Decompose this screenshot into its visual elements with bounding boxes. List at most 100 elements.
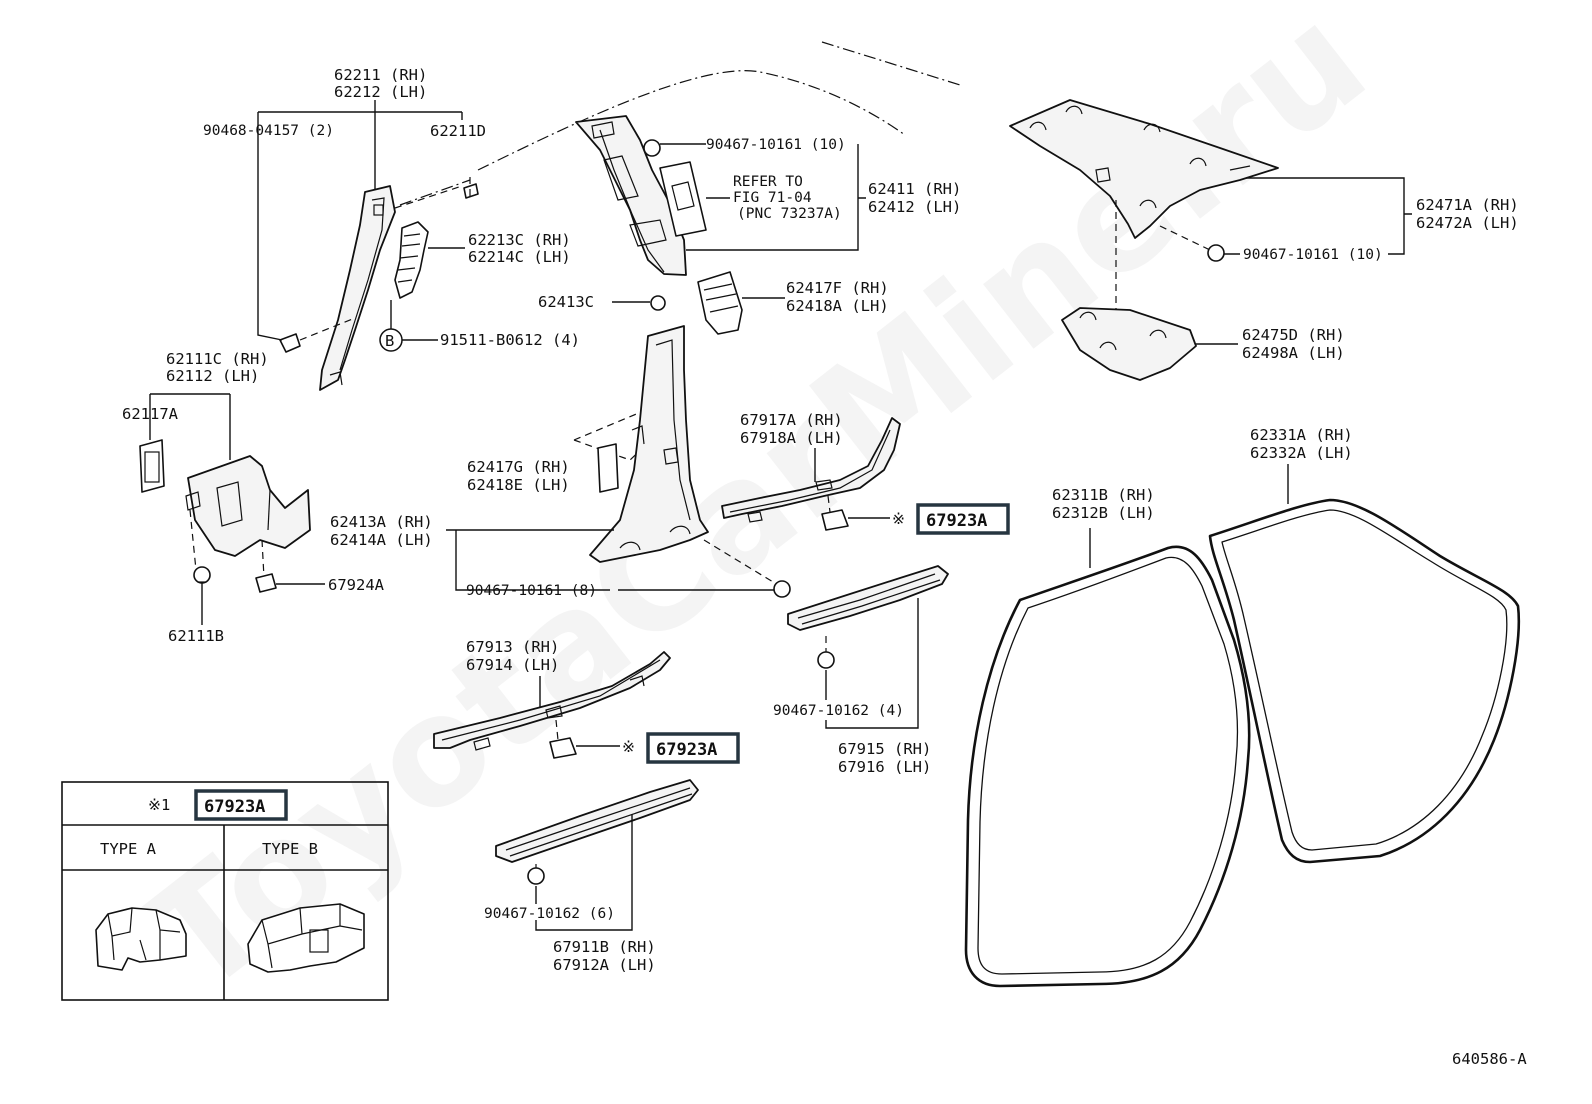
a-pillar-bracket[interactable] [394, 221, 429, 299]
b-marker-label: B [385, 332, 394, 350]
cover-62417f[interactable] [697, 271, 743, 335]
c-lower-rh-label: 62475D (RH) [1242, 326, 1345, 344]
screw-04157-label: 90468-04157 (2) [203, 123, 334, 139]
clip-10161-top[interactable] [643, 139, 661, 157]
a-pillar-garnish[interactable] [319, 185, 396, 391]
cowl-side-trim[interactable] [185, 455, 311, 557]
front-door-weatherstrip[interactable] [964, 545, 1251, 988]
rear-plate-leader [825, 598, 919, 729]
b-lower-leader [446, 529, 774, 591]
front-door-scuff-plate[interactable] [495, 779, 699, 863]
refer-line-1: REFER TO [733, 174, 803, 190]
rear-plate-lh-label: 67916 (LH) [838, 758, 931, 776]
clip-67924a-label: 67924A [328, 576, 385, 594]
rear-scuff-rh-label: 67917A (RH) [740, 411, 843, 429]
clip-67923a-2[interactable] [549, 737, 577, 759]
refer-line-3: (PNC 73237A) [737, 206, 842, 222]
clip-10162-4-label: 90467-10162 (4) [773, 703, 904, 719]
clip-10162-4[interactable] [817, 651, 835, 669]
front-scuff-rh-label: 67913 (RH) [466, 638, 559, 656]
clip-62413c[interactable] [650, 295, 666, 311]
c-pillar-lower-garnish[interactable] [1061, 307, 1197, 381]
a-pillar-rh-label: 62211 (RH) [334, 66, 427, 84]
note-mark-2: ※ [622, 738, 635, 756]
c-pillar-lh-label: 62472A (LH) [1416, 214, 1519, 232]
weather-r-lh-label: 62332A (LH) [1250, 444, 1353, 462]
c-pillar-dash [1115, 200, 1211, 310]
clip-62413c-label: 62413C [538, 293, 594, 311]
roof-side-inner-garnish[interactable] [1009, 99, 1279, 239]
b-pillar-upper-garnish[interactable] [575, 115, 687, 276]
vent-62117a-label: 62117A [122, 405, 179, 423]
cowl-dash [189, 509, 265, 579]
rear-scuff-plate-upper[interactable] [721, 417, 901, 523]
refer-panel[interactable] [659, 161, 707, 237]
bracket-rh-label: 62213C (RH) [468, 231, 571, 249]
rear-door-weatherstrip[interactable] [1208, 498, 1521, 864]
weather-r-rh-label: 62331A (RH) [1250, 426, 1353, 444]
table-header-prefix: ※1 [148, 796, 170, 814]
cover-f-rh-label: 62417F (RH) [786, 279, 889, 297]
roof-guide-line [399, 70, 906, 206]
c-pillar-leader [1224, 177, 1412, 255]
b-pillar-lower-garnish[interactable] [589, 325, 709, 563]
front-scuff-clip-dash [555, 719, 559, 741]
clip-10162-6-label: 90467-10162 (6) [484, 906, 615, 922]
roof-edge-line [821, 41, 961, 86]
clip-10161-8[interactable] [773, 580, 791, 598]
front-plate-lh-label: 67912A (LH) [553, 956, 656, 974]
diagram-code: 640586-A [1452, 1050, 1527, 1068]
front-scuff-plate-upper[interactable] [433, 651, 671, 751]
clip-10161-top-label: 90467-10161 (10) [706, 137, 846, 153]
refer-line-2: FIG 71-04 [733, 190, 812, 206]
bolt-b0612-label: 91511-B0612 (4) [440, 331, 580, 349]
vent-62117a[interactable] [139, 439, 165, 493]
cover-g-rh-label: 62417G (RH) [467, 458, 570, 476]
clip-67923a-2-box [646, 732, 740, 764]
b-lower-rh-label: 62413A (RH) [330, 513, 433, 531]
cowl-rh-label: 62111C (RH) [166, 350, 269, 368]
b-lower-lh-label: 62414A (LH) [330, 531, 433, 549]
clip-type-b-drawing [247, 903, 365, 973]
front-plate-leader [535, 814, 633, 931]
clip-10161-c-label: 90467-10161 (10) [1243, 247, 1383, 263]
clip-10162-6[interactable] [527, 867, 545, 885]
clip-10161-8-label: 90467-10161 (8) [466, 583, 597, 599]
clip-type-table [61, 781, 389, 1001]
bolt-leader [390, 300, 438, 341]
clip-67923a-1[interactable] [821, 509, 849, 531]
clip-67923a-2-label: 67923A [656, 740, 717, 760]
cowl-lh-label: 62112 (LH) [166, 367, 259, 385]
clip-62111b[interactable] [193, 566, 211, 584]
clip-62111b-label: 62111B [168, 627, 224, 645]
cover-f-lh-label: 62418A (LH) [786, 297, 889, 315]
b-upper-lh-label: 62412 (LH) [868, 198, 961, 216]
b-lower-clip-dash [703, 539, 779, 586]
screw-04157[interactable] [279, 333, 301, 353]
b-upper-leader [660, 143, 866, 251]
note-mark-1: ※ [892, 510, 905, 528]
bracket-lh-label: 62214C (LH) [468, 248, 571, 266]
cowl-leader [149, 393, 231, 460]
front-scuff-lh-label: 67914 (LH) [466, 656, 559, 674]
rear-door-scuff-plate[interactable] [787, 565, 949, 631]
weather-f-rh-label: 62311B (RH) [1052, 486, 1155, 504]
rear-scuff-lh-label: 67918A (LH) [740, 429, 843, 447]
cover-g-lh-label: 62418E (LH) [467, 476, 570, 494]
clip-10161-c[interactable] [1207, 244, 1225, 262]
cover-62417g[interactable] [597, 443, 619, 493]
clip-67924a[interactable] [255, 573, 277, 593]
table-type-b: TYPE B [262, 840, 318, 858]
clip-62211d[interactable] [463, 183, 479, 199]
clip-type-a-drawing [95, 907, 187, 971]
b-upper-rh-label: 62411 (RH) [868, 180, 961, 198]
a-pillar-leader [257, 100, 463, 341]
rear-plate-rh-label: 67915 (RH) [838, 740, 931, 758]
a-pillar-lh-label: 62212 (LH) [334, 83, 427, 101]
weather-f-lh-label: 62312B (LH) [1052, 504, 1155, 522]
rear-scuff-clip-dash [827, 495, 831, 513]
a-pillar-dash-1 [299, 175, 471, 341]
c-lower-lh-label: 62498A (LH) [1242, 344, 1345, 362]
